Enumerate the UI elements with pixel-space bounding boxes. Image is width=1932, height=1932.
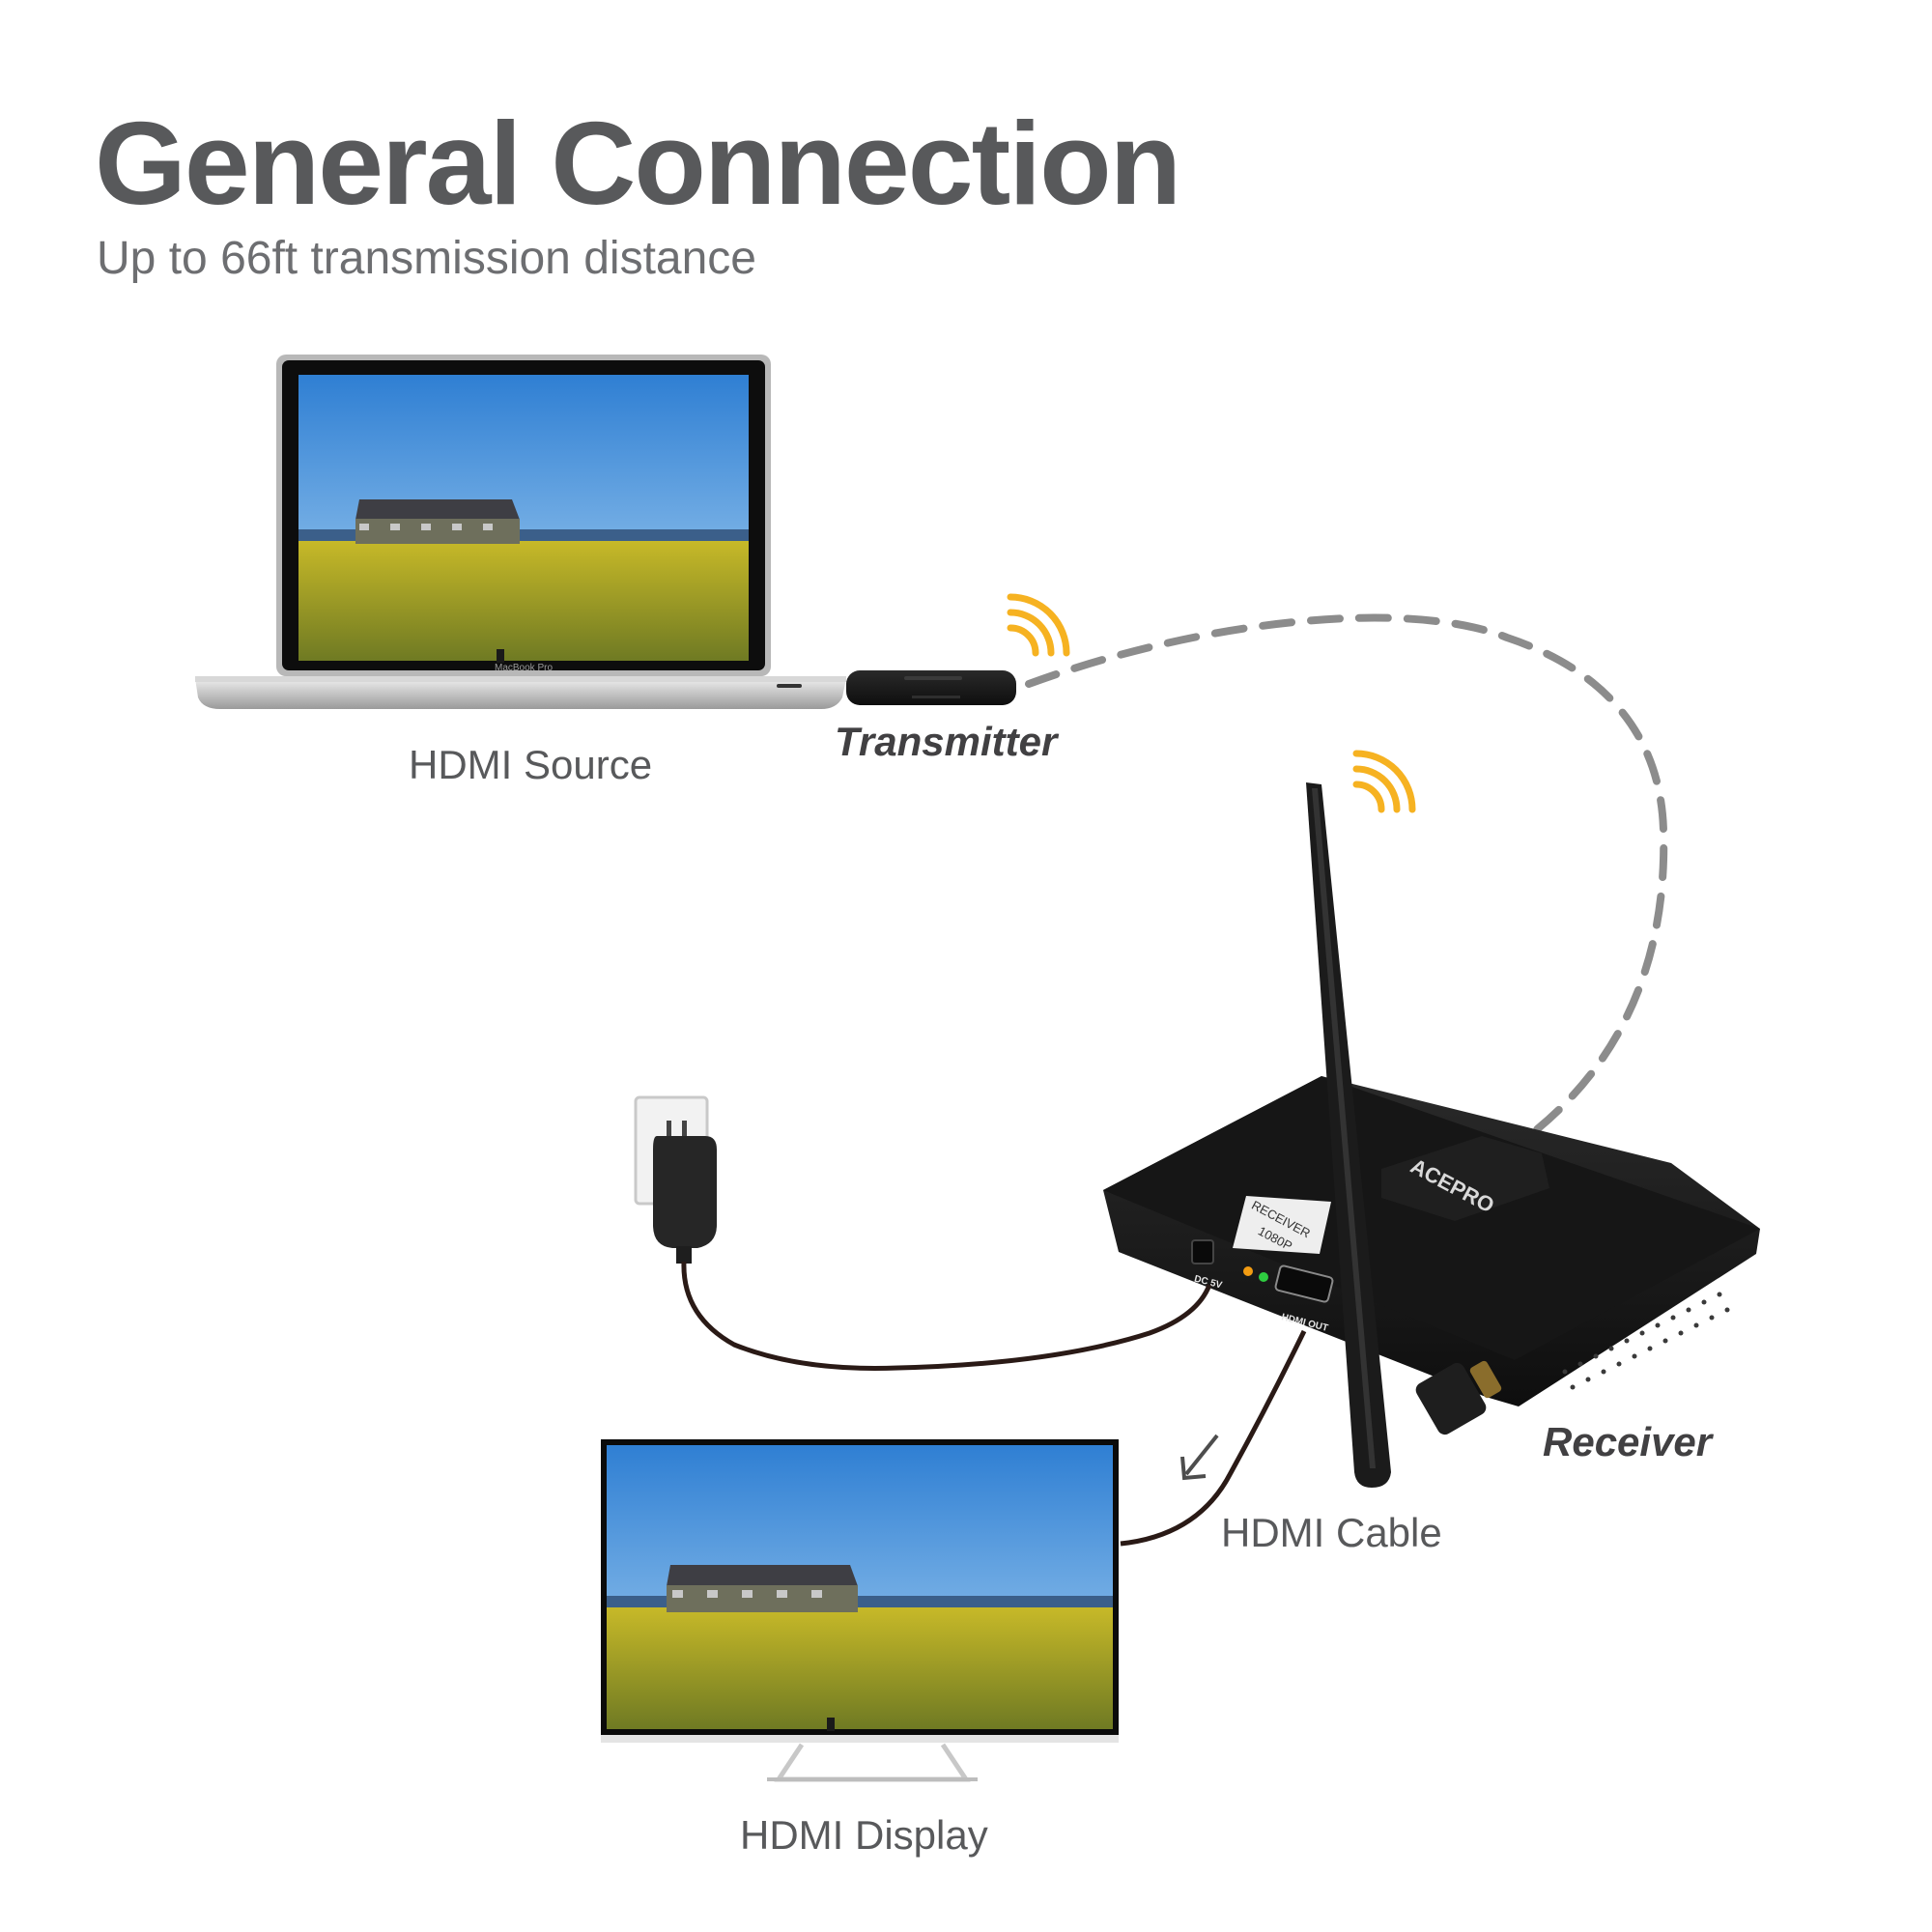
power-adapter-icon	[653, 1136, 717, 1264]
arrow-down-left-icon	[1180, 1434, 1219, 1481]
transmitter-label: Transmitter	[835, 719, 1058, 764]
laptop-screen-image	[298, 375, 749, 661]
page-title: General Connection	[95, 98, 1181, 229]
laptop-icon: MacBook Pro	[195, 355, 846, 709]
receiver-icon: ACEPRO RECEIVER 1080P DC 5V HDMI OUT	[1103, 1076, 1760, 1435]
receiver-signal-icon	[1352, 750, 1416, 813]
power-cable	[681, 1261, 1212, 1371]
hdmi-cable	[1120, 1329, 1307, 1547]
laptop-brand-label: MacBook Pro	[495, 663, 553, 673]
hdmi-display-label: HDMI Display	[740, 1812, 988, 1858]
wireless-link-line	[1025, 613, 1668, 1134]
page-subtitle: Up to 66ft transmission distance	[97, 233, 756, 284]
hdmi-source-label: HDMI Source	[409, 742, 653, 787]
monitor-screen-image	[607, 1445, 1113, 1729]
monitor-icon	[601, 1439, 1119, 1782]
status-led-green	[1259, 1272, 1268, 1282]
transmitter-signal-icon	[1007, 593, 1070, 657]
hdmi-cable-label: HDMI Cable	[1221, 1510, 1442, 1555]
transmitter-icon	[846, 670, 1016, 705]
receiver-label: Receiver	[1543, 1419, 1713, 1464]
status-led-orange	[1243, 1266, 1253, 1276]
